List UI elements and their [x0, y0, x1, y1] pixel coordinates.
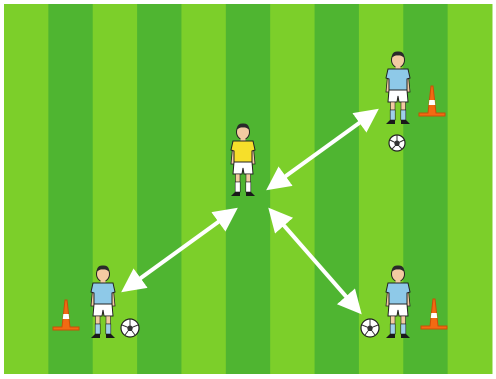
pitch-stripe — [314, 4, 360, 374]
pitch-stripe — [270, 4, 316, 374]
pitch-stripe — [4, 4, 49, 374]
top-right-cone — [418, 85, 446, 117]
bottom-left-ball — [120, 318, 140, 338]
pass-arrow-top-right — [266, 108, 379, 191]
pass-arrows — [121, 108, 379, 315]
top-right-player — [385, 51, 411, 124]
pitch-stripe — [447, 4, 493, 374]
bottom-left-cone — [52, 299, 80, 331]
pitch-stripe — [137, 4, 182, 374]
centre-player — [230, 123, 256, 196]
pitch-stripe — [181, 4, 227, 374]
bottom-left-player — [90, 265, 116, 338]
pass-arrow-bottom-left — [121, 207, 238, 293]
bottom-right-ball — [360, 318, 380, 338]
players — [90, 51, 411, 338]
pass-arrow-bottom-right — [268, 207, 362, 315]
top-right-ball — [388, 134, 406, 152]
bottom-right-player — [385, 265, 411, 338]
bottom-right-cone — [420, 298, 448, 330]
pitch-stripe — [403, 4, 449, 374]
pitch-stripe — [48, 4, 94, 374]
